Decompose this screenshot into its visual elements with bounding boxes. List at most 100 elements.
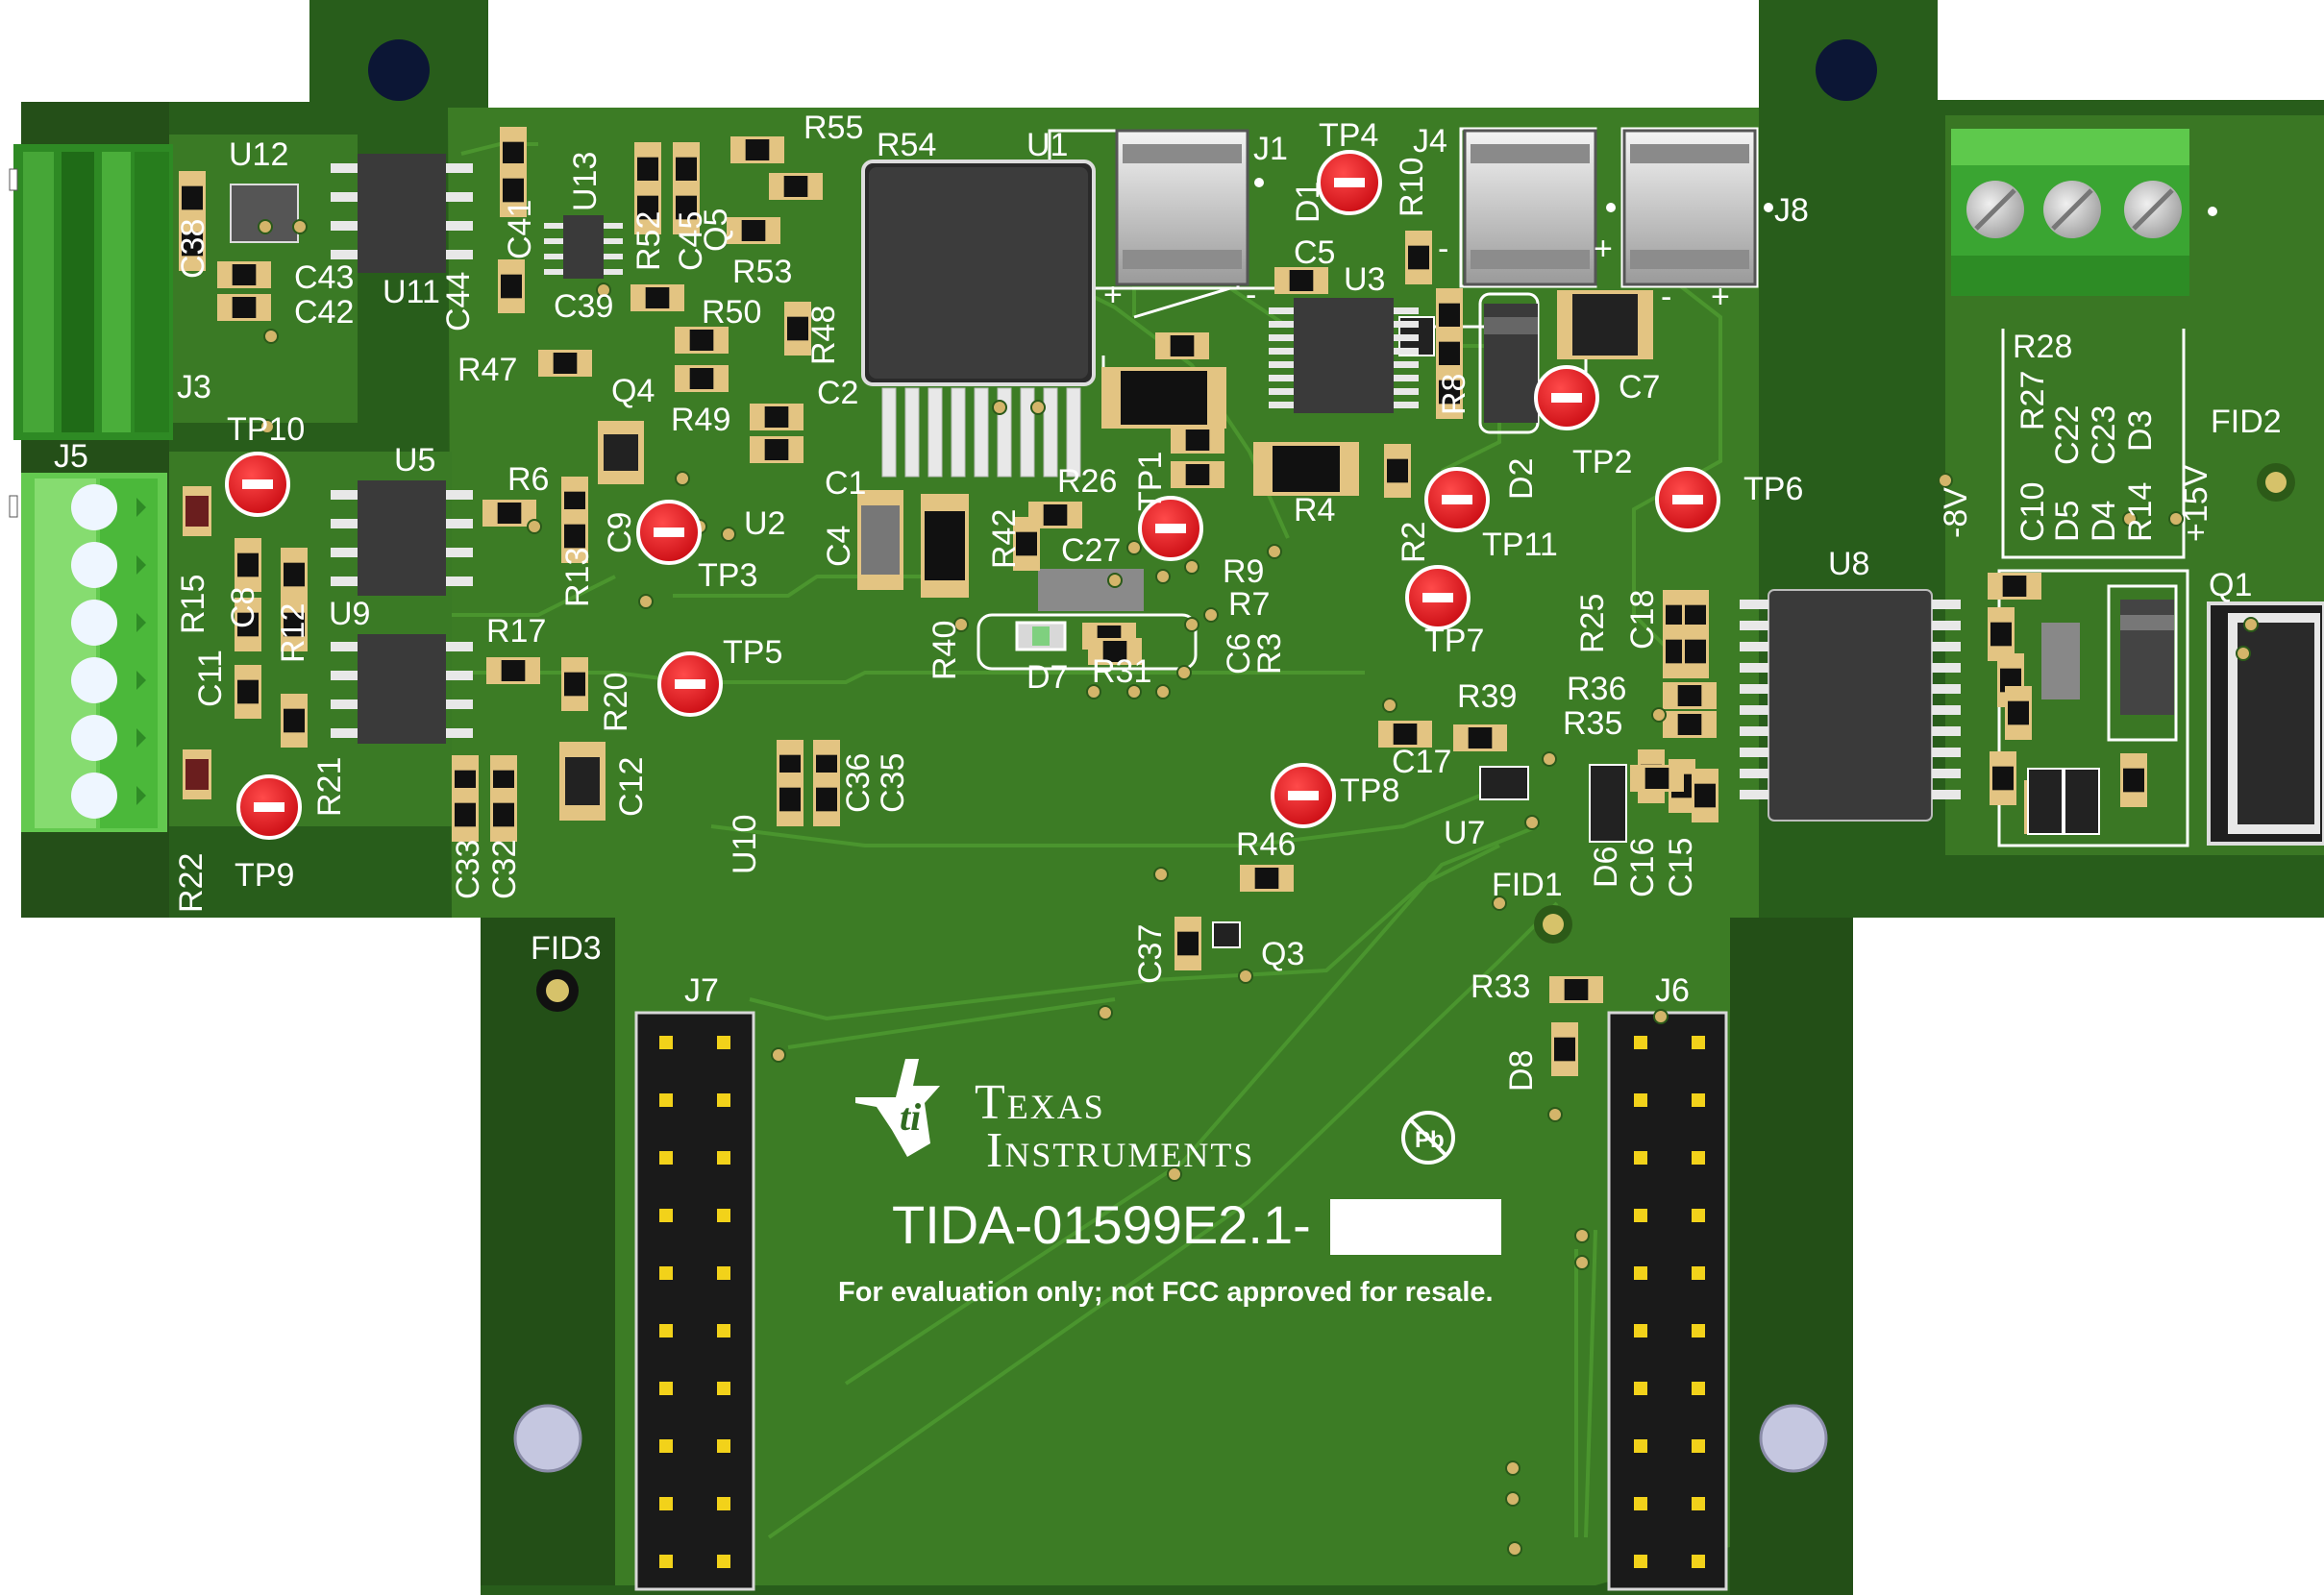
terminal-hole xyxy=(71,484,117,530)
smd-body xyxy=(1677,685,1702,706)
silk-label-r36: R36 xyxy=(1567,671,1626,707)
ic-pad xyxy=(927,387,943,478)
test-point-slot xyxy=(1422,593,1453,602)
silk-label-c10: C10 xyxy=(2015,482,2051,542)
silk-label-c38: C38 xyxy=(175,219,211,279)
via xyxy=(2168,511,2184,527)
smd-body xyxy=(689,330,714,351)
silk-label-c9: C9 xyxy=(602,512,638,553)
silk-label-tp7: TP7 xyxy=(1424,623,1484,659)
silk-label-tp9: TP9 xyxy=(235,857,294,894)
silk-label-j7: J7 xyxy=(684,972,719,1009)
silk-label-r22: R22 xyxy=(173,853,210,913)
header-pin xyxy=(1692,1266,1705,1280)
silk-label-c32: C32 xyxy=(486,840,523,899)
polarity-mark: - xyxy=(1246,277,1256,313)
ic-pin xyxy=(1394,321,1419,328)
test-point-slot xyxy=(242,479,273,489)
via xyxy=(258,219,273,234)
ti-logo: ti Texas Instruments xyxy=(855,1059,1252,1178)
ic-pad xyxy=(881,387,897,478)
header-pin xyxy=(1634,1439,1647,1453)
ic-pin xyxy=(446,642,473,651)
smd-body xyxy=(764,406,789,428)
dc-jacks xyxy=(1115,129,1773,286)
ic-pin xyxy=(331,192,358,202)
ic-pin xyxy=(331,221,358,231)
ic-pin xyxy=(1740,663,1768,673)
silk-label-8v: -8V xyxy=(1938,487,1974,538)
header-pin xyxy=(659,1151,673,1165)
ic-pin xyxy=(1269,334,1294,341)
silk-label-q3: Q3 xyxy=(1261,936,1304,972)
ic-pin xyxy=(331,250,358,259)
silk-label-r46: R46 xyxy=(1236,826,1296,863)
smd-body xyxy=(1102,641,1127,662)
silk-label-d4: D4 xyxy=(2086,501,2122,542)
ic-pin xyxy=(544,223,563,229)
via xyxy=(1542,751,1557,767)
header-pin xyxy=(717,1497,730,1510)
ic-pin xyxy=(604,223,623,229)
svg-text:ti: ti xyxy=(900,1095,921,1139)
ic-pin xyxy=(1932,726,1961,736)
terminal-hole xyxy=(71,600,117,646)
ic-pin xyxy=(604,254,623,259)
silk-label-c39: C39 xyxy=(554,288,613,325)
silk-label-tp8: TP8 xyxy=(1340,773,1399,809)
silk-label-r27: R27 xyxy=(2015,371,2051,430)
silk-label-c37: C37 xyxy=(1132,924,1169,984)
header-pin xyxy=(717,1151,730,1165)
header-pin xyxy=(1692,1151,1705,1165)
ic-pad xyxy=(1066,387,1081,478)
via xyxy=(1203,607,1219,623)
silk-label-j1: J1 xyxy=(1253,131,1288,167)
smd-body xyxy=(1439,341,1460,366)
small-component xyxy=(2064,768,2100,835)
via xyxy=(1086,684,1101,699)
ic-pin xyxy=(1932,748,1961,757)
silk-label-r13: R13 xyxy=(559,548,596,607)
silk-label-r4: R4 xyxy=(1294,492,1335,528)
silk-label-d8: D8 xyxy=(1503,1050,1540,1092)
silk-label-c33: C33 xyxy=(450,840,486,899)
ic-pin xyxy=(331,699,358,709)
smd-body xyxy=(497,503,522,524)
silk-label-r3: R3 xyxy=(1251,633,1288,675)
smd-body xyxy=(1177,931,1199,956)
silk-label-j4: J4 xyxy=(1413,123,1447,160)
via xyxy=(1267,544,1282,559)
silk-label-d5: D5 xyxy=(2049,501,2086,542)
header-pin xyxy=(659,1266,673,1280)
smd-body xyxy=(1185,464,1210,485)
smd-body xyxy=(237,612,259,637)
smd-body xyxy=(503,178,524,203)
silk-label-r12: R12 xyxy=(275,603,311,663)
smd-body xyxy=(182,185,203,210)
ic-pin xyxy=(446,577,473,586)
via xyxy=(638,594,654,609)
smd-body xyxy=(764,439,789,460)
ic-pin xyxy=(1932,684,1961,694)
via xyxy=(596,282,611,298)
integrated-circuits xyxy=(230,154,2324,846)
ic-pin xyxy=(1932,705,1961,715)
via xyxy=(1126,540,1142,555)
smd-body xyxy=(745,139,770,160)
header-pin xyxy=(1634,1093,1647,1107)
via xyxy=(1507,1541,1522,1557)
ic-pin xyxy=(1932,621,1961,630)
smd-passives xyxy=(179,127,2147,1076)
test-point-slot xyxy=(1551,393,1582,403)
ic-pin xyxy=(1394,307,1419,314)
silk-label-c27: C27 xyxy=(1061,532,1121,569)
via xyxy=(1651,707,1667,723)
silk-label-u13: U13 xyxy=(567,152,604,211)
via xyxy=(1547,1107,1563,1122)
ic-pin xyxy=(1740,769,1768,778)
ic-pin xyxy=(1932,600,1961,609)
silk-label-j5: J5 xyxy=(54,438,88,475)
header-pin xyxy=(717,1093,730,1107)
ic-pad xyxy=(951,387,966,478)
header-pin xyxy=(1692,1382,1705,1395)
